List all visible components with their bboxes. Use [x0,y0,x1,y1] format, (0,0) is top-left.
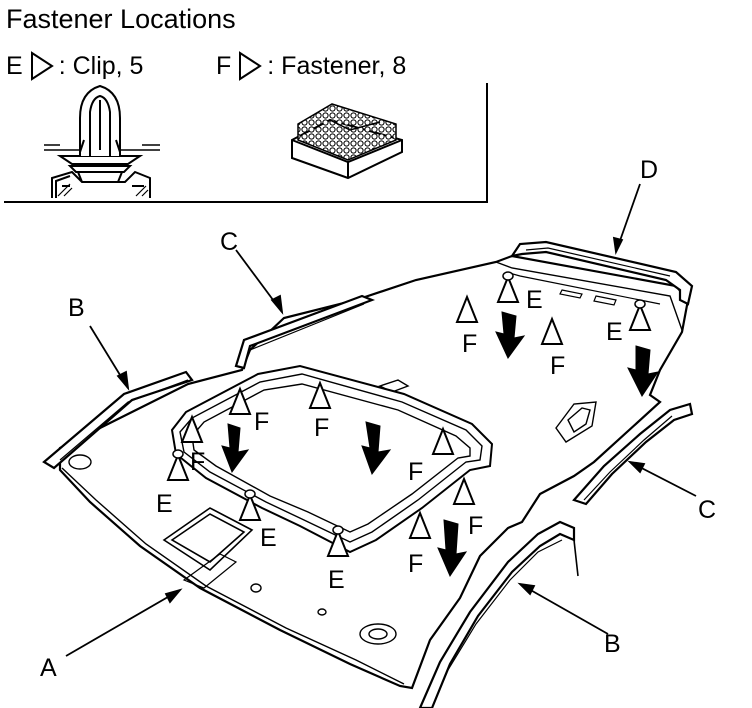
marker-label-e: E [328,566,345,594]
marker-label-f: F [254,408,269,436]
marker-label-e: E [260,524,277,552]
legend-fastener-letter: F [216,52,232,80]
marker-label-e: E [526,286,543,314]
marker-label-f: F [314,414,329,442]
marker-label-f: F [462,330,477,358]
mounting-holes [68,401,597,645]
clip-illustration [44,84,160,198]
arrow-down-icon [361,421,392,476]
legend-clip-letter: E [6,52,23,80]
legend-clip-text: : Clip, 5 [58,52,144,80]
arrow-down-icon [221,423,250,474]
marker-label-f: F [468,512,483,540]
marker-labels: F F F F F F F F E E E E E [156,286,623,594]
marker-label-f: F [408,550,423,578]
callout-a: A [40,654,57,682]
marker-label-e: E [606,318,623,346]
marker-label-f: F [550,352,565,380]
legend-clip: E : Clip, 5 [6,50,143,82]
callout-labels: B C D C B A [40,156,716,682]
callout-d: D [640,156,658,184]
marker-label-f: F [408,458,423,486]
callout-b-left: B [68,294,85,322]
arrow-down-icons [221,311,660,578]
arrow-down-icon [495,311,526,359]
arrow-down-icon [627,345,660,397]
marker-label-f: F [190,448,205,476]
callout-b-right: B [604,630,621,658]
fastener-illustration [291,103,403,180]
legend-box [4,83,488,203]
triangle-marker-icon [30,51,54,81]
legend-fastener-text: : Fastener, 8 [267,52,407,80]
dome-light-opening [162,507,254,589]
triangle-marker-icon [239,51,263,81]
callout-c-left: C [220,228,238,256]
callout-c-right: C [698,496,716,524]
trim-strips [42,240,694,708]
page-title: Fastener Locations [6,4,236,34]
marker-label-e: E [156,490,173,518]
arrow-down-icon [437,519,468,578]
clip-heads [172,271,646,535]
legend-fastener: F : Fastener, 8 [216,50,406,82]
callout-leaders [65,183,697,657]
